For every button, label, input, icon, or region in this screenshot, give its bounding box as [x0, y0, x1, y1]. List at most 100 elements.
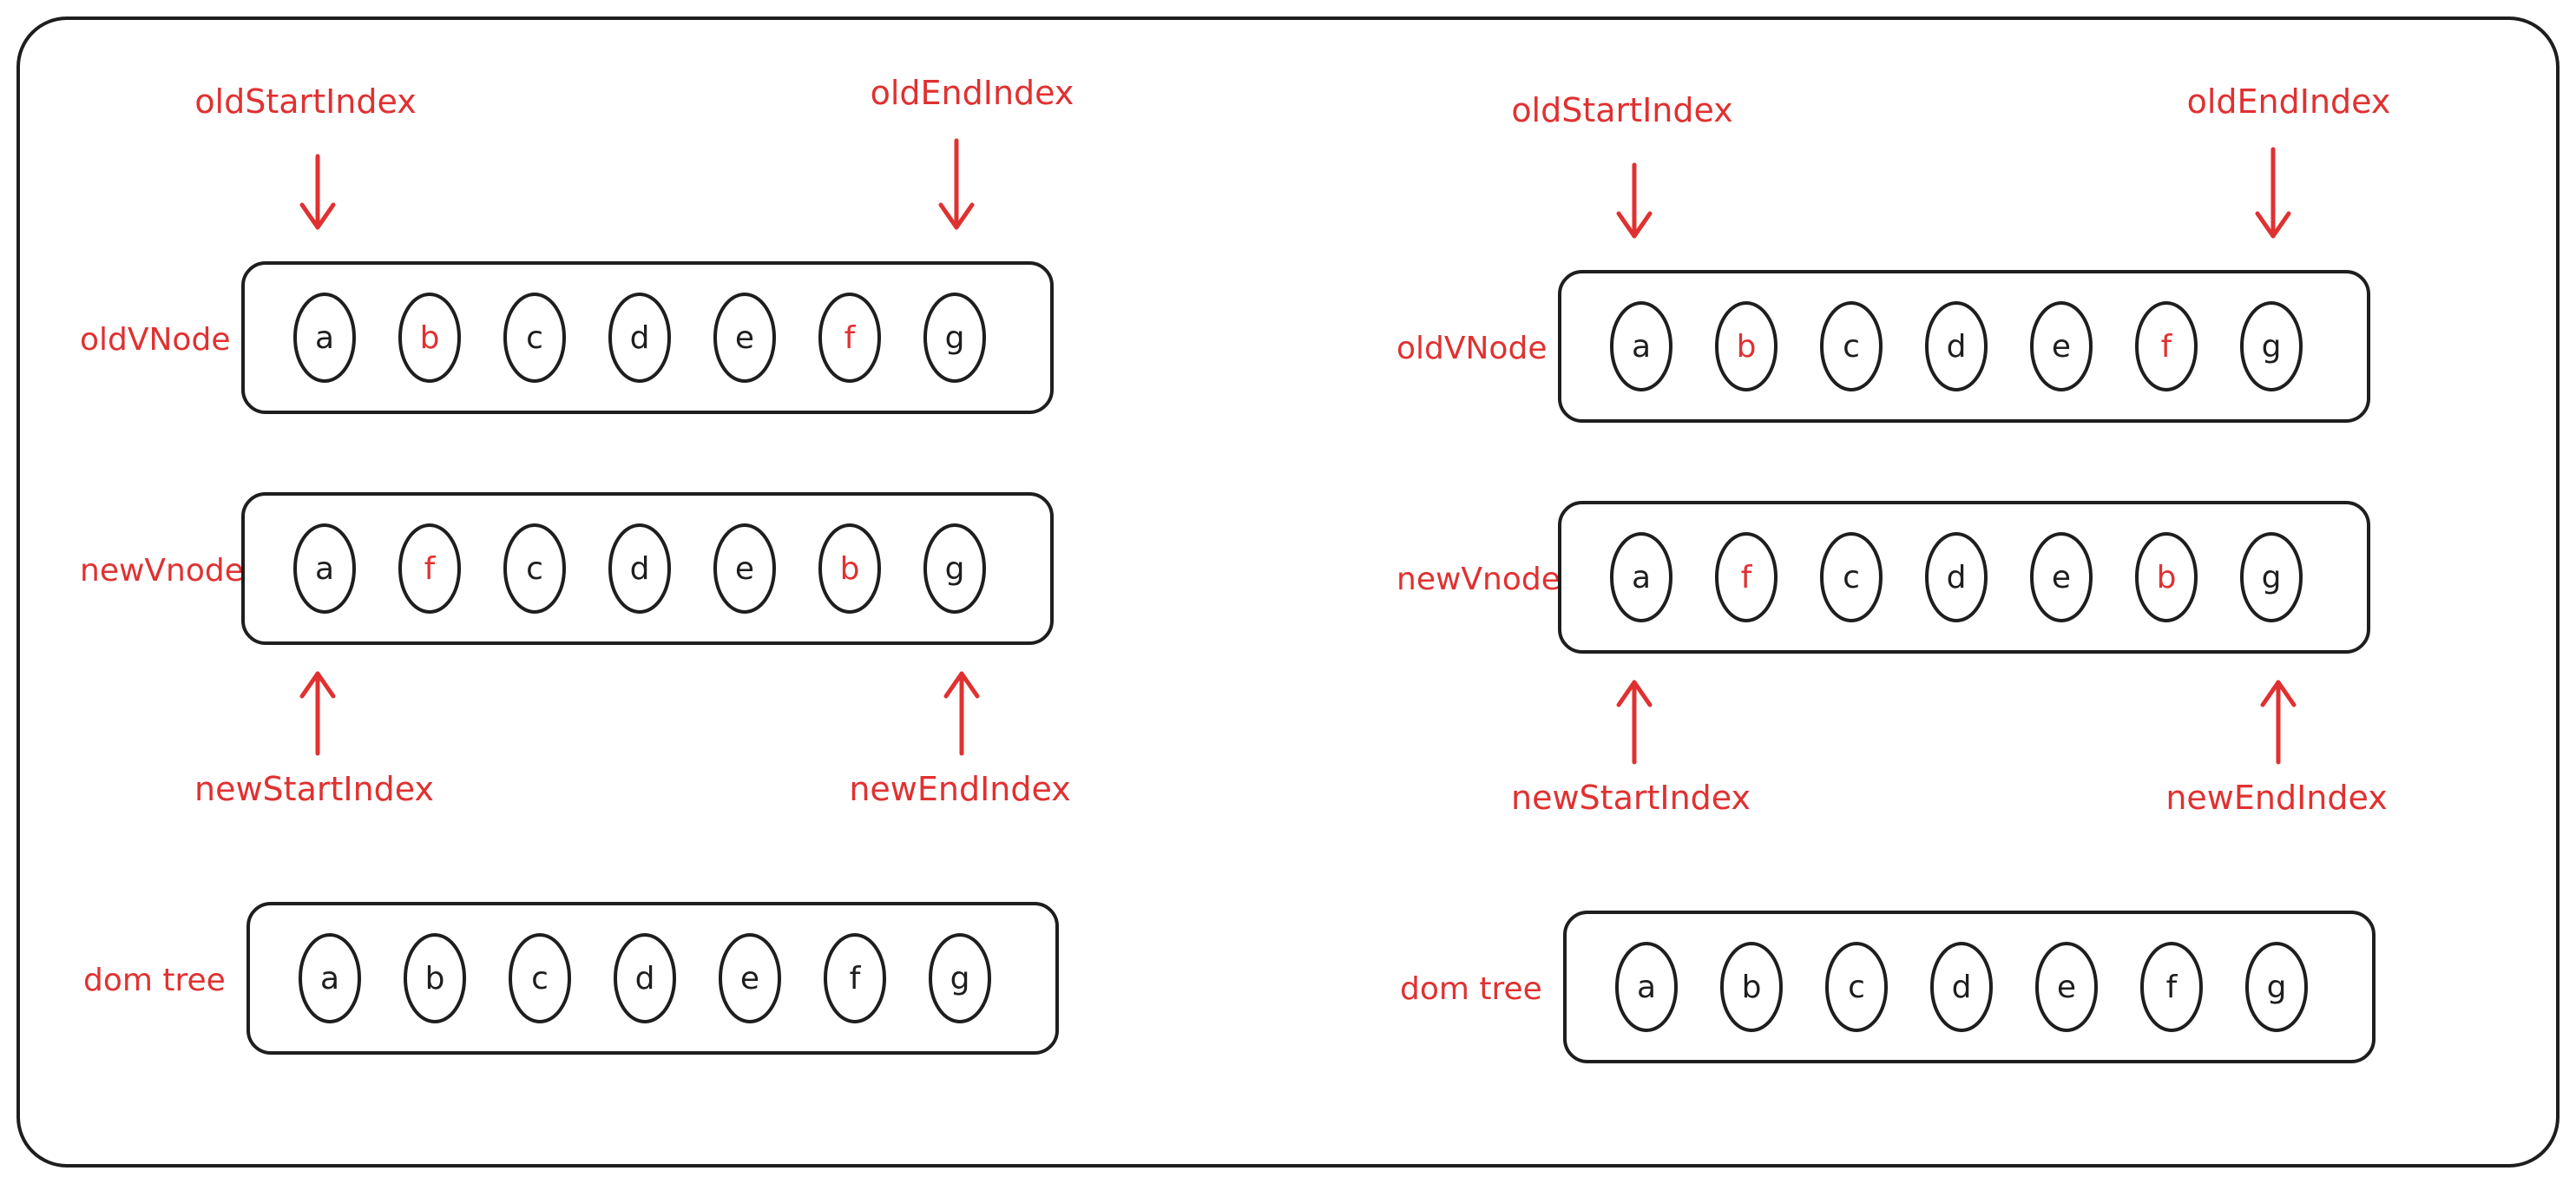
vnode-node: f [2135, 301, 2198, 391]
node-label: e [740, 961, 759, 997]
node-circle [1715, 301, 1778, 391]
row-label: oldVNode [1396, 331, 1547, 366]
vnode-node: c [509, 933, 571, 1023]
node-label: b [2157, 560, 2177, 595]
node-label: d [1947, 560, 1967, 595]
node-circle [2135, 532, 2198, 622]
vnode-node: g [2240, 532, 2303, 622]
node-label: d [1947, 329, 1967, 365]
pointer-new-start: newStartIndex [1511, 680, 1751, 817]
vnode-node: c [1825, 942, 1888, 1032]
vnode-node: f [1715, 532, 1778, 622]
node-label: g [2267, 970, 2287, 1005]
pointer-arrow-head [943, 671, 980, 699]
pointer-arrow-head [1616, 680, 1653, 707]
node-label: c [1843, 560, 1860, 595]
node-circle [713, 523, 776, 614]
row-container [241, 492, 1054, 645]
node-circle [1610, 301, 1672, 391]
pointer-label: newEndIndex [2165, 779, 2387, 817]
vnode-node: f [2140, 942, 2203, 1032]
node-circle [608, 293, 671, 383]
vnode-node: g [929, 933, 991, 1023]
vnode-node: a [293, 293, 356, 383]
vnode-node: c [503, 523, 566, 614]
node-label: d [1952, 970, 1972, 1005]
pointer-old-end: oldEndIndex [871, 74, 1074, 230]
vnode-node: e [713, 523, 776, 614]
node-circle [1615, 942, 1678, 1032]
pointer-arrow-head [938, 202, 975, 230]
vnode-node: b [398, 293, 461, 383]
node-label: a [1632, 329, 1651, 365]
pointer-old-end: oldEndIndex [2187, 82, 2391, 239]
pointer-label: oldEndIndex [871, 74, 1074, 112]
node-label: a [320, 961, 339, 997]
node-circle [719, 933, 781, 1023]
node-label: e [735, 551, 754, 587]
node-circle [2030, 301, 2093, 391]
node-label: g [2262, 329, 2282, 365]
pointer-new-start: newStartIndex [194, 671, 434, 808]
node-circle [1925, 301, 1988, 391]
node-circle [1825, 942, 1888, 1032]
node-label: e [735, 320, 754, 356]
node-label: f [2166, 970, 2178, 1005]
node-circle [299, 933, 361, 1023]
pointer-new-end: newEndIndex [849, 671, 1071, 808]
pointer-old-start: oldStartIndex [194, 82, 417, 230]
node-circle [2240, 532, 2303, 622]
row-label: newVnode [80, 553, 244, 589]
node-circle [1720, 942, 1783, 1032]
vnode-node: e [2030, 532, 2093, 622]
row-label: dom tree [1400, 971, 1542, 1007]
row-container [1558, 270, 2370, 423]
pointer-arrow-head [299, 671, 336, 699]
vnode-node: g [2245, 942, 2308, 1032]
pointer-arrow-head [299, 202, 336, 230]
node-label: f [844, 320, 857, 356]
vnode-node: d [614, 933, 676, 1023]
pointer-label: newEndIndex [849, 770, 1070, 808]
node-label: e [2052, 560, 2071, 595]
node-label: b [420, 320, 440, 356]
node-label: f [850, 961, 862, 997]
vnode-node: e [2030, 301, 2093, 391]
vnode-node: b [818, 523, 881, 614]
outer-frame [16, 16, 2560, 1168]
vnode-node: a [1610, 532, 1672, 622]
node-label: c [1843, 329, 1860, 365]
vnode-node: d [1925, 301, 1988, 391]
node-circle [923, 293, 986, 383]
node-circle [293, 523, 356, 614]
node-label: a [1637, 970, 1656, 1005]
node-circle [824, 933, 886, 1023]
node-circle [2240, 301, 2303, 391]
node-label: g [945, 320, 965, 356]
node-label: f [424, 551, 437, 587]
row-container [1563, 911, 2376, 1063]
row-label: dom tree [83, 963, 226, 998]
vnode-node: d [1930, 942, 1993, 1032]
pointer-label: oldEndIndex [2187, 82, 2391, 121]
vnode-node: d [1925, 532, 1988, 622]
node-circle [929, 933, 991, 1023]
row-container [246, 902, 1059, 1055]
node-circle [2035, 942, 2098, 1032]
vnode-node: a [1615, 942, 1678, 1032]
node-circle [404, 933, 466, 1023]
pointer-arrow-head [2255, 211, 2291, 239]
node-label: g [945, 551, 965, 587]
node-label: b [425, 961, 445, 997]
node-circle [1610, 532, 1672, 622]
vnode-node: a [1610, 301, 1672, 391]
vnode-node: b [1715, 301, 1778, 391]
vnode-node: d [608, 293, 671, 383]
vnode-node: e [719, 933, 781, 1023]
node-circle [818, 293, 881, 383]
pointer-label: newStartIndex [194, 770, 434, 808]
